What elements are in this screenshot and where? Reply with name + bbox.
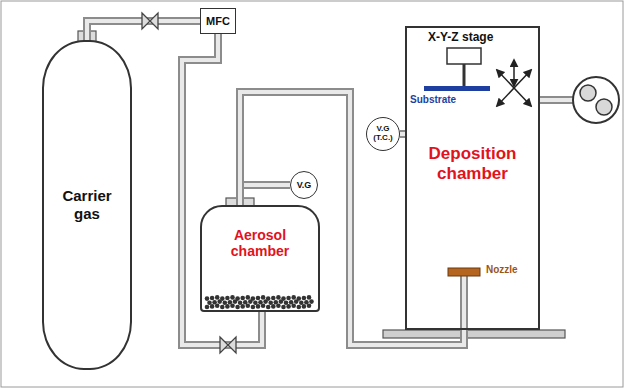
pump-pipe-outer [540,96,573,104]
deposition-chamber: Deposition chamber [405,26,540,330]
pipe-wall [240,185,290,205]
particle [251,296,256,301]
chamber-base [383,330,565,338]
gas-cylinder: Carrier gas [42,40,132,370]
gas-pipe [182,34,262,345]
stage-block [447,48,481,64]
particle [304,300,309,305]
particle [266,305,271,310]
particle [284,301,289,306]
particle [240,296,245,301]
pipe-wall [182,34,262,345]
part-label: Substrate [410,94,456,105]
nozzle [448,268,480,276]
particle [225,296,230,301]
particle [286,296,291,301]
mass-flow-controller: MFC [200,8,236,34]
particle [258,300,263,305]
particle [228,300,233,305]
particle [205,305,210,310]
stage-rod [463,64,466,86]
particle [281,296,286,301]
valve-symbol [142,13,158,29]
particle [302,296,307,301]
particle [297,296,302,301]
particle [238,301,243,306]
node-label: Aerosol chamber [210,227,310,259]
particle [243,300,248,305]
motion-arrow [513,60,515,86]
pump-lobe [596,99,612,115]
particle [256,296,261,301]
particle [268,301,273,306]
particle [223,301,228,306]
particle [205,296,210,301]
particle [230,295,235,300]
particle [220,305,225,310]
particle [307,295,312,300]
particle [274,300,279,305]
gas-pipe [240,185,290,205]
node-label: Carrier gas [51,187,123,223]
particle [276,295,281,300]
pump-lobe [580,85,596,101]
thermocouple-gauge: V.G (T.C.) [366,117,400,151]
particle [220,296,225,301]
pipe-bore [240,92,464,345]
part-label: Nozzle [486,264,518,275]
pipe-bore [240,185,290,205]
gas-pipe [240,92,464,345]
particle [289,300,294,305]
particle [253,301,258,306]
particle [246,295,251,300]
nozzle-pipe-outer [460,276,468,330]
particle [266,296,271,301]
nozzle-pipe-inner [462,276,466,330]
node-label: V.G [297,180,312,190]
particle [309,299,314,304]
valve-symbol [220,337,236,353]
particle [235,296,240,301]
particle [297,305,302,310]
pump-pipe-inner [540,98,573,102]
particle [271,296,276,301]
particle [215,295,220,300]
pipe-bore [182,34,262,345]
aerosol-chamber: Aerosol chamber [200,205,320,312]
particle [291,295,296,300]
vacuum-gauge: V.G [290,171,318,199]
particle [281,305,286,310]
particle [299,301,304,306]
substrate [424,86,490,91]
pipe-wall [240,92,464,345]
vacuum-pump [573,77,619,123]
particle [210,296,215,301]
particle [207,301,212,306]
particle [235,305,240,310]
node-label: Deposition chamber [417,144,529,183]
particle [261,295,266,300]
node-label: V.G (T.C.) [370,125,396,143]
part-label: X-Y-Z stage [428,30,493,44]
node-label: MFC [206,15,230,27]
particle [212,300,217,305]
powder-particles [205,295,314,309]
particle [251,305,256,310]
